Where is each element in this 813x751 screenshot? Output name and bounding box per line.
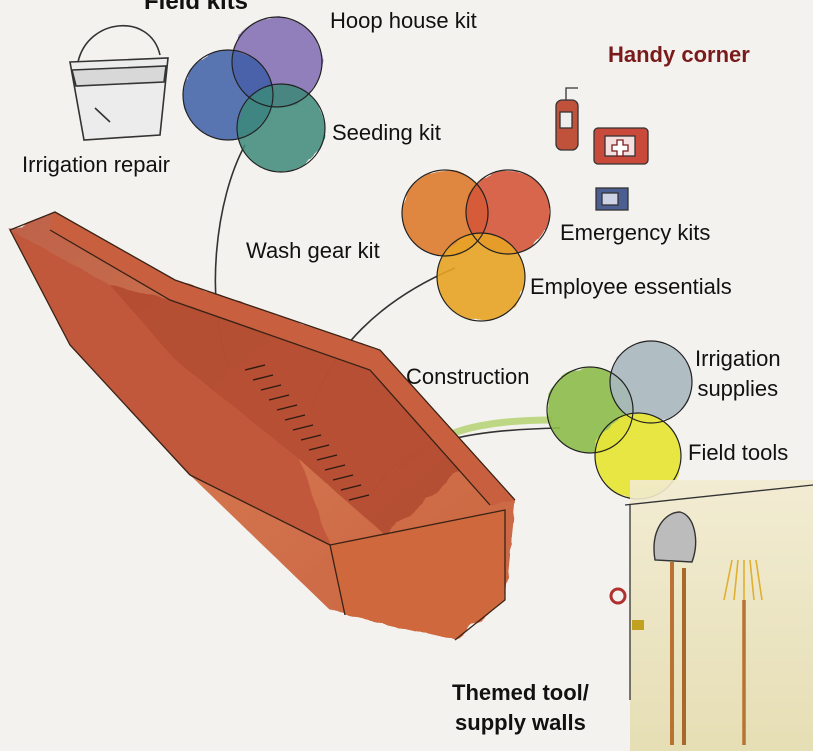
irrigation-supplies-label: Irrigation supplies xyxy=(695,344,781,404)
tool-wall-panel xyxy=(630,480,813,751)
field-kits-title: Field kits xyxy=(144,0,248,16)
construction-label: Construction xyxy=(406,364,530,390)
seeding-kit-label: Seeding kit xyxy=(332,120,441,146)
hoop-house-kit-label: Hoop house kit xyxy=(330,8,477,34)
tool-wall xyxy=(625,480,813,751)
irrigation-repair-label: Irrigation repair xyxy=(22,152,170,178)
bucket-icon xyxy=(70,26,168,140)
irrigation-supplies-line1: Irrigation xyxy=(695,344,781,374)
emergency-kits-label: Emergency kits xyxy=(560,220,710,246)
field-tools-label: Field tools xyxy=(688,440,788,466)
supply-box-icon xyxy=(596,188,628,210)
field-kits-circles xyxy=(183,17,325,172)
wash-gear-circles xyxy=(402,170,550,321)
themed-walls-line2: supply walls xyxy=(452,708,589,738)
tools-circles xyxy=(547,341,692,499)
wash-gear-kit-label: Wash gear kit xyxy=(246,238,380,264)
first-aid-kit-icon xyxy=(594,128,648,164)
themed-walls-label: Themed tool/ supply walls xyxy=(452,678,589,738)
handy-corner-label: Handy corner xyxy=(608,42,750,68)
fire-extinguisher-icon xyxy=(556,88,578,150)
irrigation-supplies-line2: supplies xyxy=(695,374,781,404)
themed-walls-line1: Themed tool/ xyxy=(452,678,589,708)
employee-essentials-label: Employee essentials xyxy=(530,274,732,300)
